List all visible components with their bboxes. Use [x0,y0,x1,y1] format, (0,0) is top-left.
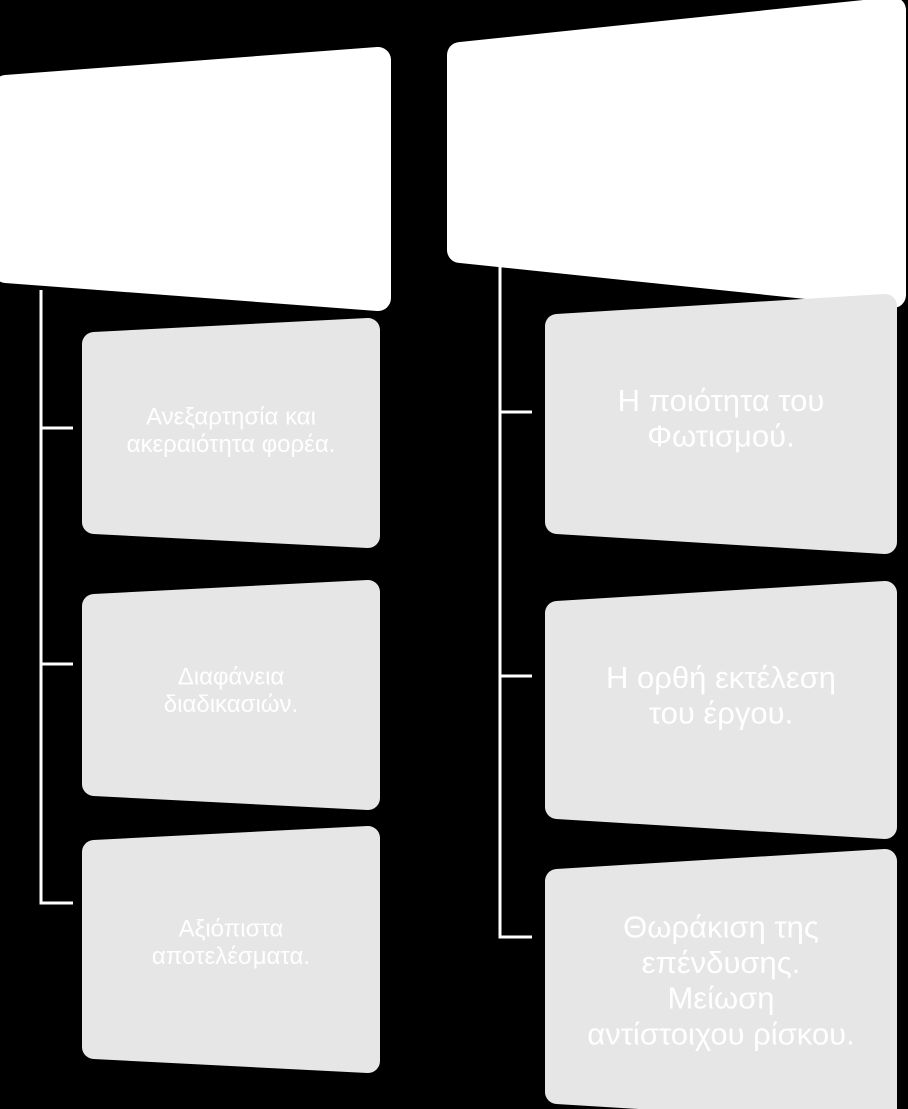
item-label-line: Η ορθή εκτέλεση [606,660,836,695]
item-label-line: αντίστοιχου ρίσκου. [587,1016,854,1051]
item-label-line: Μείωση [667,981,774,1016]
item-label-line: ακεραιότητα φορέα. [127,431,336,458]
item-box [82,826,380,1073]
item-box [545,581,897,839]
item-label-line: Θωράκιση της [623,909,819,944]
item-box [545,294,897,554]
item-box [82,318,380,548]
item-label-line: Φωτισμού. [647,419,794,454]
item-label-line: διαδικασιών. [164,691,298,718]
item-box [82,580,380,810]
header-box [0,47,391,311]
item-label-line: του έργου. [649,696,793,731]
item-label-line: επένδυσης. [642,945,801,980]
item-box [545,849,897,1109]
header-box [447,0,906,308]
item-label-line: Αξιόπιστα [179,916,284,943]
item-label-line: Η ποιότητα του [618,383,825,418]
item-label-line: Διαφάνεια [178,664,285,691]
item-label-line: Ανεξαρτησία και [146,404,316,431]
item-label-line: αποτελέσματα. [152,943,310,970]
